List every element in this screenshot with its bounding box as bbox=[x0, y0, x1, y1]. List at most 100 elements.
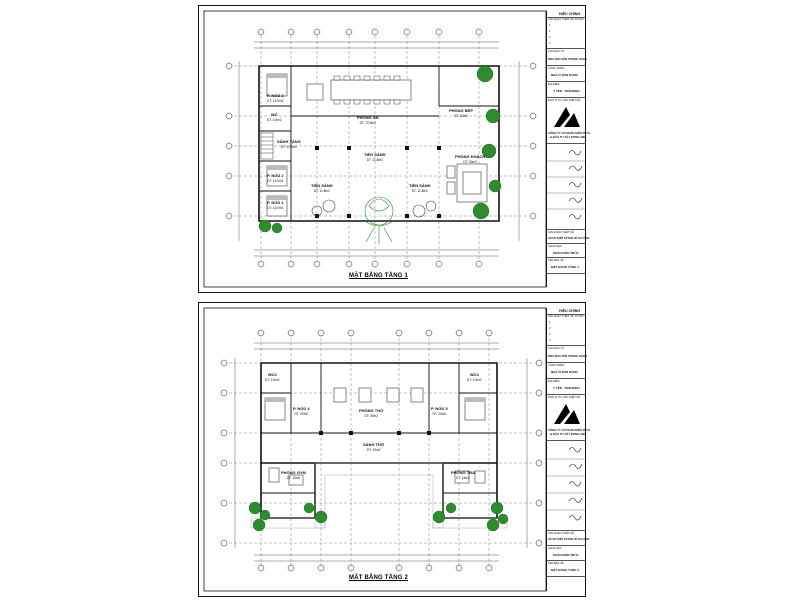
room-area: DT: 15.0m2 bbox=[267, 98, 284, 103]
rev-row: 4 bbox=[549, 339, 551, 342]
designer-label: ĐƠN VỊ TƯ VẤN THIẾT KẾ bbox=[548, 99, 580, 102]
category-name: PHẦN KIẾN TRÚC bbox=[553, 553, 579, 557]
category-label: HẠNG MỤC bbox=[548, 547, 563, 550]
designer-label: ĐƠN VỊ TƯ VẤN THIẾT KẾ bbox=[548, 396, 580, 399]
rev-col: DUYỆT bbox=[575, 18, 584, 21]
rev-col: THIẾT KẾ bbox=[562, 18, 574, 21]
location-label: ĐỊA ĐIỂM bbox=[548, 380, 560, 383]
sheet-name: MẶT BẰNG TẦNG 1 bbox=[551, 265, 579, 269]
floor-plan-1 bbox=[203, 10, 547, 288]
owner-label: CHỦ ĐẦU TƯ bbox=[548, 50, 565, 53]
category-name: PHẦN KIẾN TRÚC bbox=[553, 251, 579, 255]
room-area: DT: 19m2 bbox=[366, 447, 381, 452]
room-name: TIỀN SẢNH bbox=[364, 152, 386, 157]
rev-row: 4 bbox=[549, 42, 551, 45]
room-name: WC3 bbox=[469, 372, 479, 377]
location-label: ĐỊA ĐIỂM bbox=[548, 83, 560, 86]
rev-row: 2 bbox=[549, 327, 551, 330]
stage-label: GIAI ĐOẠN THIẾT KẾ bbox=[548, 231, 574, 234]
room-area: DT: 3.5m2 bbox=[267, 117, 282, 122]
owner-name: ÔNG NGUYỄN TRỌNG HẠNH bbox=[548, 354, 587, 358]
room-name: PHÒNG GYM bbox=[281, 470, 306, 475]
location-name: Ý YÊN - NAM ĐỊNH bbox=[553, 386, 580, 390]
room-name: PHÒNG KHÁCH bbox=[455, 154, 486, 159]
plan-title: MẶT BẰNG TẦNG 2 bbox=[349, 575, 408, 581]
company-name: & ĐẦU TƯ XÂY DỰNG ANG bbox=[550, 432, 587, 436]
stage-name: HỒ SƠ THIẾT KẾ BẢN VẼ THI CÔNG bbox=[548, 237, 590, 240]
room-area: DT: 3.5m2 bbox=[265, 377, 280, 382]
room-area: DT: 20m2 bbox=[294, 411, 309, 416]
project-name: NHÀ Ở DÂN DỤNG bbox=[551, 370, 578, 374]
room-area: DT: 11.8m2 bbox=[366, 157, 383, 162]
room-area: DT: 15.0m2 bbox=[267, 205, 284, 210]
rev-row: 3 bbox=[549, 36, 551, 39]
stage-label: GIAI ĐOẠN THIẾT KẾ bbox=[548, 532, 574, 535]
room-area: DT: 12.0m2 bbox=[280, 144, 298, 149]
room-name: WC bbox=[270, 112, 278, 117]
rev-col: LẦN bbox=[548, 315, 554, 318]
rev-row: 1 bbox=[549, 24, 551, 27]
rev-col: NGÀY bbox=[554, 18, 562, 21]
room-name: PHÒNG THỜ bbox=[359, 408, 384, 413]
room-area: DT: 15.0m2 bbox=[267, 178, 284, 183]
room-name: TIỀN SẢNH bbox=[311, 183, 333, 188]
revision-header: HIỆU CHỈNH bbox=[559, 12, 580, 16]
plan-title: MẶT BẰNG TẦNG 1 bbox=[349, 273, 408, 279]
room-area: DT: 20m2 bbox=[454, 113, 468, 118]
room-name: SẢNH THỜ bbox=[363, 442, 385, 447]
room-area: DT: 3.5m2 bbox=[467, 377, 482, 382]
company-logo bbox=[554, 107, 580, 127]
company-logo bbox=[554, 404, 580, 424]
location-name: Ý YÊN - NAM ĐỊNH bbox=[553, 89, 580, 93]
company-name: & ĐẦU TƯ XÂY DỰNG ANG bbox=[550, 135, 587, 139]
title-block: HIỆU CHỈNH LẦN NGÀY THIẾT KẾ DUYỆT 1 2 3… bbox=[546, 11, 590, 287]
room-name: P. NGỦ 4 bbox=[293, 406, 310, 411]
stage-name: HỒ SƠ THIẾT KẾ BẢN VẼ THI CÔNG bbox=[548, 538, 590, 541]
project-label: CÔNG TRÌNH bbox=[548, 364, 565, 367]
rev-col: THIẾT KẾ bbox=[562, 315, 574, 318]
owner-name: ÔNG NGUYỄN TRỌNG HẠNH bbox=[548, 57, 587, 61]
company-name: CÔNG TY CỔ PHẦN KIẾN TRÚC bbox=[548, 428, 591, 432]
rev-row: 1 bbox=[549, 321, 551, 324]
room-area: DT: 15m2 bbox=[286, 475, 301, 480]
project-label: CÔNG TRÌNH bbox=[548, 67, 565, 70]
room-name: PHÒNG ĂN bbox=[357, 115, 379, 120]
room-area: DT: 50m2 bbox=[463, 159, 477, 164]
sheet-label: TÊN BẢN VẼ bbox=[548, 259, 564, 262]
room-area: DT: 15m2 bbox=[456, 475, 470, 480]
owner-label: CHỦ ĐẦU TƯ bbox=[548, 347, 565, 350]
revision-header: HIỆU CHỈNH bbox=[559, 309, 580, 313]
room-name: TIỀN SẢNH bbox=[409, 183, 431, 188]
room-name: WC2 bbox=[267, 372, 277, 377]
sheet-name: MẶT BẰNG TẦNG 2 bbox=[551, 568, 579, 572]
rev-row: 3 bbox=[549, 333, 551, 336]
room-area: DT: 72.6m2 bbox=[359, 120, 376, 125]
room-area: DT: 11.8m2 bbox=[411, 188, 428, 193]
rev-row: 2 bbox=[549, 30, 551, 33]
room-name: P. NGỦ 3 bbox=[267, 93, 284, 98]
room-area: DT: 20m2 bbox=[432, 411, 447, 416]
room-name: SẢNH TẦNG bbox=[277, 139, 301, 144]
rev-col: LẦN bbox=[548, 18, 554, 21]
room-area: DT: 11.8m2 bbox=[313, 188, 330, 193]
